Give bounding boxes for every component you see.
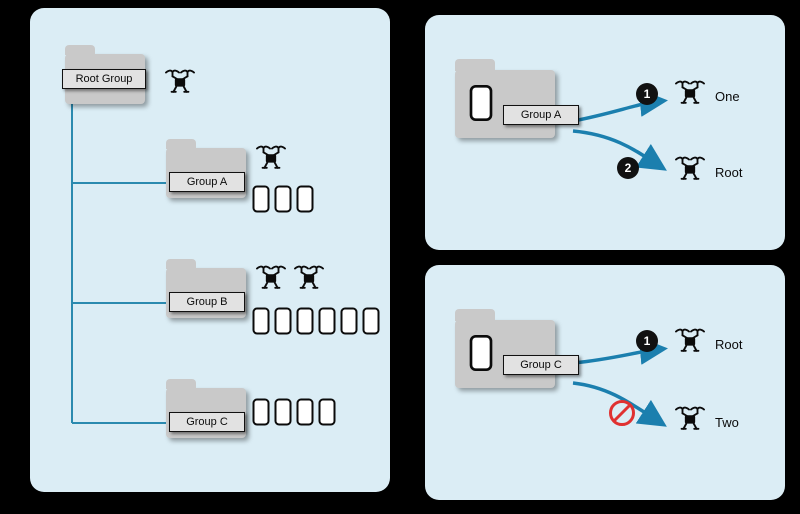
group-a-phone-icons — [252, 185, 314, 213]
phone-icon — [274, 185, 292, 213]
target-drone-one — [673, 77, 707, 107]
group-label-root: Root Group — [62, 69, 146, 89]
phone-icon — [252, 398, 270, 426]
group-label-scenario-a: Group A — [503, 105, 579, 125]
group-c-phone-icons — [252, 398, 336, 426]
phone-icon — [274, 398, 292, 426]
group-label-a: Group A — [169, 172, 245, 192]
folder-icon-scenario-c — [455, 309, 555, 388]
scenario-a-phone-icon — [469, 83, 493, 123]
drone-icon — [673, 403, 707, 433]
phone-icon — [296, 307, 314, 335]
phone-icon — [252, 185, 270, 213]
group-hierarchy-panel: Root Group Group A Group B Group C — [30, 8, 390, 492]
drone-icon — [254, 262, 288, 292]
phone-icon — [252, 307, 270, 335]
scenario-group-c-panel: Group C 1 Root Two — [425, 265, 785, 500]
step-badge-2: 2 — [617, 157, 639, 179]
scenario-group-a-panel: Group A 1 One 2 Root — [425, 15, 785, 250]
phone-icon — [469, 83, 493, 123]
flow-target-label-one: One — [715, 89, 740, 104]
drone-icon — [673, 77, 707, 107]
drone-icon — [673, 153, 707, 183]
target-drone-root — [673, 153, 707, 183]
group-a-drone-icons — [254, 142, 288, 172]
drone-icon — [292, 262, 326, 292]
phone-icon — [296, 398, 314, 426]
group-b-phone-icons — [252, 307, 380, 335]
target-drone-two — [673, 403, 707, 433]
drone-icon — [673, 325, 707, 355]
flow-target-label-two: Two — [715, 415, 739, 430]
flow-target-label-root: Root — [715, 165, 743, 180]
phone-icon — [340, 307, 358, 335]
root-drone-icons — [163, 66, 197, 96]
phone-icon — [274, 307, 292, 335]
scenario-c-phone-icon — [469, 333, 493, 373]
group-label-c: Group C — [169, 412, 245, 432]
step-badge-1: 1 — [636, 83, 658, 105]
phone-icon — [362, 307, 380, 335]
prohibited-icon — [609, 400, 635, 426]
drone-icon — [163, 66, 197, 96]
drone-icon — [254, 142, 288, 172]
group-label-scenario-c: Group C — [503, 355, 579, 375]
step-badge-1: 1 — [636, 330, 658, 352]
flow-target-label-root: Root — [715, 337, 743, 352]
phone-icon — [318, 307, 336, 335]
group-b-drone-icons — [254, 262, 326, 292]
group-label-b: Group B — [169, 292, 245, 312]
phone-icon — [296, 185, 314, 213]
phone-icon — [318, 398, 336, 426]
phone-icon — [469, 333, 493, 373]
target-drone-root — [673, 325, 707, 355]
